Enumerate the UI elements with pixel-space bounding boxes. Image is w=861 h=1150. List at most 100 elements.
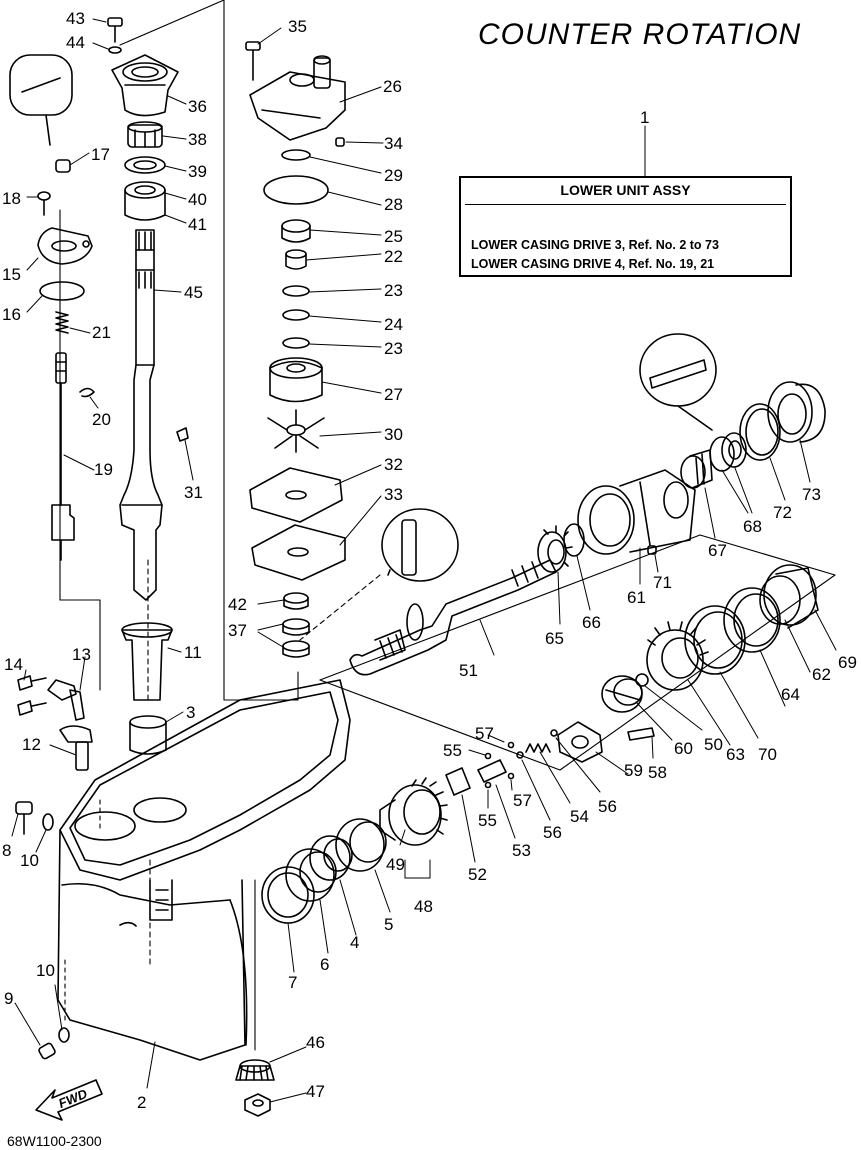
callout-41: 41	[188, 215, 207, 234]
callout-18: 18	[2, 189, 21, 208]
callout-63: 63	[726, 745, 745, 764]
part-58-pin	[627, 727, 655, 741]
inset-detail-right	[639, 333, 717, 431]
part-53-pin	[477, 759, 507, 783]
callout-37: 37	[228, 621, 247, 640]
part-16-o-ring	[39, 281, 85, 301]
callout-54: 54	[570, 807, 589, 826]
callout-23: 23	[384, 281, 403, 300]
callout-57: 57	[513, 791, 532, 810]
part-23-washer	[282, 285, 310, 297]
part-7-shim	[261, 866, 315, 924]
callout-56: 56	[543, 823, 562, 842]
callout-49: 49	[386, 855, 405, 874]
part-60-sleeve	[601, 675, 643, 713]
part-6-bearing	[285, 848, 337, 902]
callout-67: 67	[708, 541, 727, 560]
callout-60: 60	[674, 739, 693, 758]
callout-65: 65	[545, 629, 564, 648]
part-67-bearing	[680, 449, 713, 489]
callout-40: 40	[188, 190, 207, 209]
part-73-cap	[767, 381, 826, 443]
drawing-code: 68W1100-2300	[7, 1133, 102, 1149]
part-14-screws	[17, 675, 47, 716]
callout-51: 51	[459, 661, 478, 680]
part-72-circlip	[739, 403, 781, 461]
part-54-spring	[525, 743, 551, 753]
part-17-nut	[55, 159, 71, 173]
part-36-housing	[111, 54, 179, 117]
callout-22: 22	[384, 247, 403, 266]
part-43-bolt	[107, 17, 123, 43]
callout-57: 57	[475, 724, 494, 743]
part-61-bearing-housing	[577, 469, 696, 555]
part-66-o-ring	[563, 523, 585, 557]
part-2-lower-casing	[57, 679, 351, 1061]
leader-lines	[11, 18, 837, 1103]
part-44-washer	[108, 46, 122, 54]
part-21-spring	[55, 311, 69, 334]
part-42-seal	[283, 592, 309, 610]
part-29-o-ring	[281, 149, 311, 161]
part-27-impeller-housing	[269, 357, 323, 403]
part-45-drive-shaft	[119, 229, 163, 601]
callout-20: 20	[92, 410, 111, 429]
callout-59: 59	[624, 761, 643, 780]
part-22-seal	[285, 249, 307, 270]
callout-42: 42	[228, 595, 247, 614]
part-62-69-bearing	[759, 564, 819, 629]
part-35-bolt	[245, 41, 261, 81]
part-37-seals	[282, 618, 310, 658]
callout-50: 50	[704, 735, 723, 754]
part-4-race	[309, 835, 353, 881]
callout-55: 55	[443, 741, 462, 760]
part-59-dog-clutch	[557, 721, 603, 763]
part-26-pump-housing	[249, 55, 346, 141]
callout-28: 28	[384, 195, 403, 214]
callout-29: 29	[384, 166, 403, 185]
callout-43: 43	[66, 9, 85, 28]
callout-15: 15	[2, 265, 21, 284]
callout-71: 71	[653, 573, 672, 592]
callout-68: 68	[743, 517, 762, 536]
callout-21: 21	[92, 323, 111, 342]
callout-numbers: 4344352636343829173928401841252215231624…	[2, 9, 857, 1112]
part-23-washer-lower	[282, 337, 310, 349]
part-71-pin	[647, 545, 657, 555]
callout-19: 19	[94, 460, 113, 479]
callout-11: 11	[184, 643, 202, 662]
part-65-washer	[537, 525, 573, 573]
part-34-pin	[335, 137, 345, 147]
callout-72: 72	[773, 503, 792, 522]
callout-38: 38	[188, 130, 207, 149]
part-55-ball	[484, 752, 492, 760]
assembly-name: LOWER UNIT ASSY	[560, 182, 691, 198]
callout-8: 8	[2, 841, 11, 860]
callout-12: 12	[22, 735, 41, 754]
callout-52: 52	[468, 865, 487, 884]
part-63-reverse-gear	[646, 621, 709, 691]
callout-9: 9	[4, 989, 13, 1008]
part-31-key	[176, 427, 189, 442]
callout-64: 64	[781, 685, 800, 704]
part-56-cross-pin	[516, 751, 524, 759]
part-18-screw	[37, 191, 51, 216]
callout-66: 66	[582, 613, 601, 632]
assembly-divider	[465, 204, 786, 205]
callout-58: 58	[648, 763, 667, 782]
callout-26: 26	[383, 77, 402, 96]
part-15-holder	[37, 227, 93, 265]
callout-4: 4	[350, 933, 359, 952]
assembly-line-2: LOWER CASING DRIVE 4, Ref. No. 19, 21	[471, 257, 715, 271]
guide-lines	[59, 0, 836, 1051]
callout-17: 17	[91, 145, 110, 164]
callout-33: 33	[384, 485, 403, 504]
callout-7: 7	[288, 973, 297, 992]
callout-44: 44	[66, 33, 85, 52]
callout-70: 70	[758, 745, 777, 764]
callout-36: 36	[188, 97, 207, 116]
part-33-gasket	[251, 524, 346, 581]
callout-10: 10	[36, 961, 55, 980]
part-50-washer	[635, 673, 649, 687]
